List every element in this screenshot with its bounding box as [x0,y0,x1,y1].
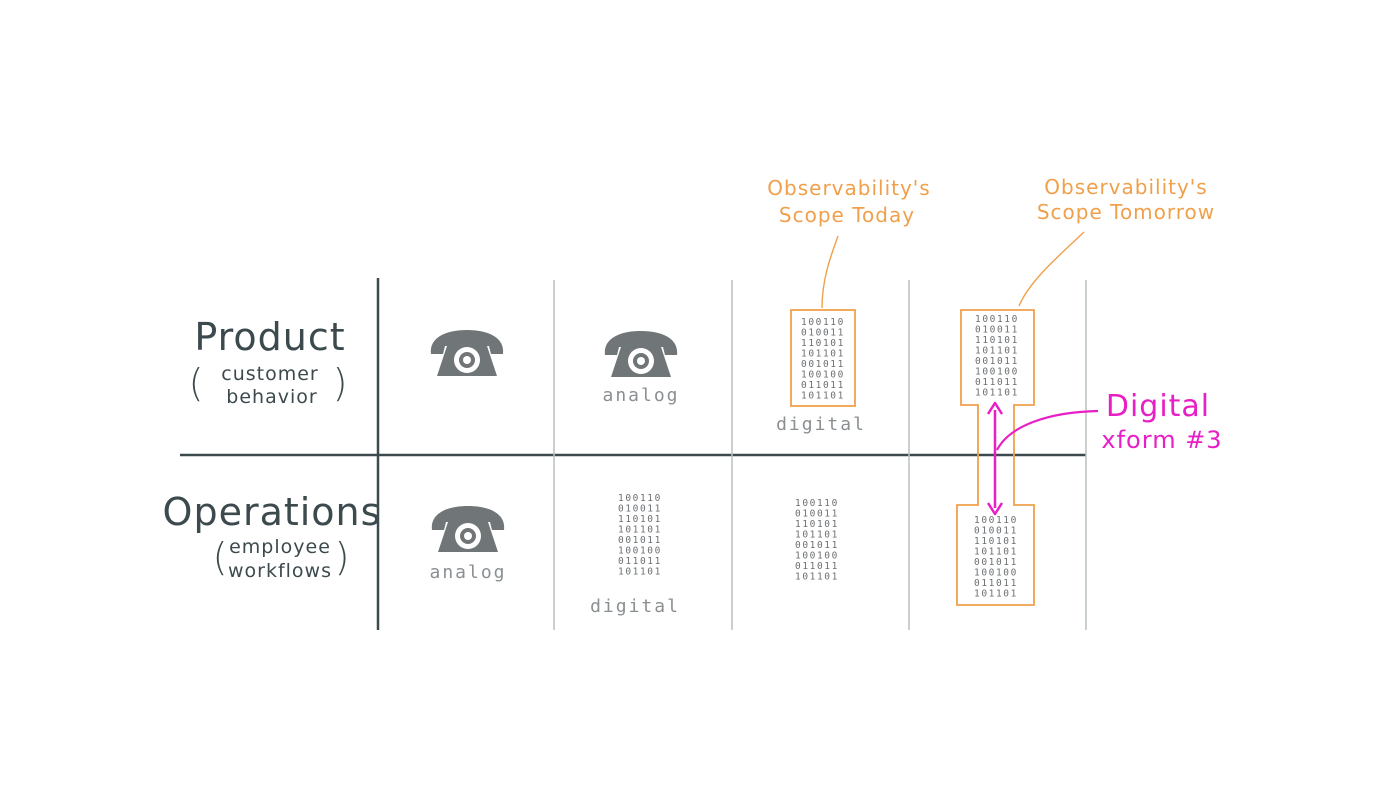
binary-line: 100100 [975,367,1019,378]
scope-tomorrow-leader [1018,231,1085,307]
binary-line: 011011 [618,556,662,567]
binary-line: 010011 [618,504,662,515]
rotary-telephone-icon [604,331,678,377]
binary-line: 110101 [795,519,839,530]
binary-line: 011011 [975,377,1019,388]
binary-line: 101101 [618,525,662,536]
binary-line: 011011 [795,561,839,572]
scope-tomorrow-box [956,309,1035,606]
open-paren-icon: ( [189,361,204,405]
caption-analog: analog [602,385,679,406]
binary-line: 001011 [974,557,1018,568]
open-paren-icon: ( [213,535,228,579]
scope-tomorrow-label-1: Observability's [1044,175,1207,199]
scope-today-label-2: Scope Today [779,203,915,227]
binary-line: 011011 [974,578,1018,589]
close-paren-icon: ) [335,535,350,579]
row-label-product: Product ( ) customer behavior [189,315,348,408]
binary-line: 010011 [974,526,1018,537]
row-subtitle-product-2: behavior [226,386,317,408]
scope-today-leader [821,235,839,309]
binary-line: 110101 [974,536,1018,547]
xform-label-2: xform #3 [1101,426,1222,454]
row-subtitle-operations-2: workflows [228,560,332,582]
binary-line: 101101 [975,388,1019,399]
binary-line: 100110 [801,317,845,328]
binary-line: 010011 [975,325,1019,336]
xform-label-1: Digital [1106,389,1210,424]
row-title-operations: Operations [163,490,382,534]
binary-line: 100100 [795,551,839,562]
binary-line: 100110 [795,498,839,509]
rotary-telephone-icon [431,506,505,552]
caption-analog: analog [429,562,506,583]
binary-line: 001011 [618,535,662,546]
caption-digital: digital [590,596,680,617]
close-paren-icon: ) [333,361,348,405]
binary-line: 101101 [795,572,839,583]
binary-line: 101101 [975,346,1019,357]
binary-data-icon: 1001100100111101011011010010111001000110… [795,498,839,583]
binary-line: 001011 [975,356,1019,367]
binary-line: 101101 [795,530,839,541]
binary-line: 101101 [801,391,845,402]
binary-line: 100110 [618,493,662,504]
binary-line: 110101 [801,338,845,349]
binary-data-icon: 1001100100111101011011010010111001000110… [801,317,845,402]
binary-data-icon: 1001100100111101011011010010111001000110… [975,314,1019,399]
binary-line: 101101 [974,547,1018,558]
binary-data-icon: 1001100100111101011011010010111001000110… [618,493,662,578]
binary-line: 101101 [801,349,845,360]
binary-line: 100100 [801,370,845,381]
binary-line: 100110 [974,515,1018,526]
binary-data-icon: 1001100100111101011011010010111001000110… [974,515,1018,600]
binary-line: 110101 [975,335,1019,346]
binary-line: 101101 [618,567,662,578]
xform-leader [996,409,1099,451]
arrow-up-icon [986,401,1004,415]
arrow-down-icon [986,502,1004,516]
scope-today-box [790,309,856,407]
binary-line: 100110 [975,314,1019,325]
row-title-product: Product [194,315,345,359]
caption-digital: digital [776,414,866,435]
row-subtitle-operations-1: employee [229,536,331,558]
binary-line: 011011 [801,380,845,391]
row-label-operations: Operations ( ) employee workflows [163,490,382,582]
row-subtitle-product-1: customer [221,363,318,385]
binary-line: 100100 [618,546,662,557]
binary-line: 001011 [795,540,839,551]
grid-lines [180,278,1087,630]
binary-line: 010011 [795,509,839,520]
rotary-telephone-icon [430,330,504,376]
binary-line: 100100 [974,568,1018,579]
binary-line: 101101 [974,589,1018,600]
scope-today-label-1: Observability's [767,176,930,200]
binary-line: 001011 [801,359,845,370]
binary-line: 010011 [801,328,845,339]
scope-tomorrow-label-2: Scope Tomorrow [1037,200,1215,224]
binary-line: 110101 [618,514,662,525]
